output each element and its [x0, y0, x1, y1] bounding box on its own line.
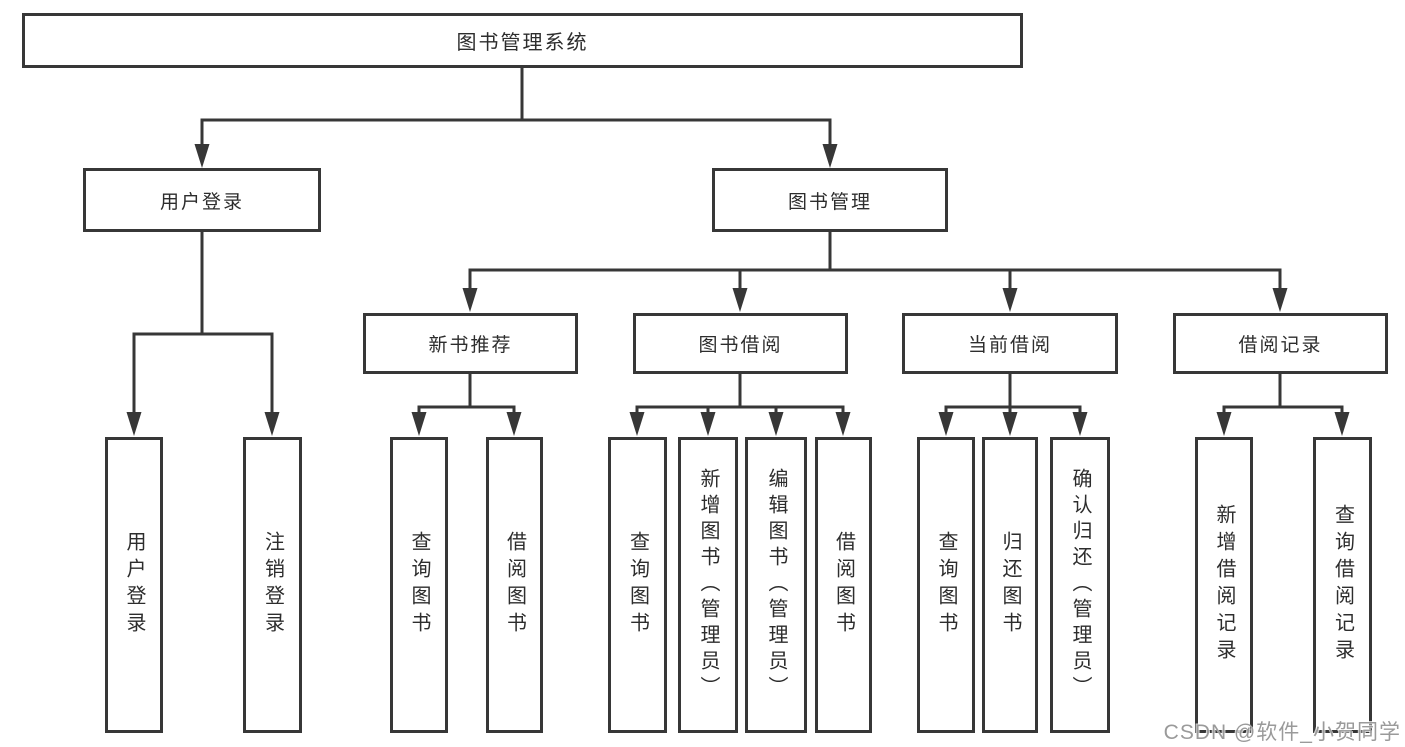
connector-new-books-branch [411, 374, 522, 436]
leaf-records-query: 查询借阅记录 [1313, 437, 1372, 733]
leaf-currentborrow-return: 归还图书 [982, 437, 1038, 733]
leaf-user-login: 用户登录 [105, 437, 163, 733]
node-book-mgmt: 图书管理 [712, 168, 948, 232]
leaf-logout: 注销登录 [243, 437, 302, 733]
leaf-currentborrow-confirm: 确认归还（管理员） [1050, 437, 1110, 733]
connector-book-borrow-branch [629, 374, 851, 436]
leaf-bookborrow-borrow: 借阅图书 [815, 437, 872, 733]
connector-user-login-branch [126, 232, 280, 436]
leaf-bookborrow-add: 新增图书（管理员） [678, 437, 738, 733]
leaf-bookborrow-edit: 编辑图书（管理员） [745, 437, 807, 733]
node-current-borrow: 当前借阅 [902, 313, 1118, 374]
node-new-books: 新书推荐 [363, 313, 578, 374]
leaf-records-add: 新增借阅记录 [1195, 437, 1253, 733]
node-book-borrow: 图书借阅 [633, 313, 848, 374]
connector-borrow-records-branch [1216, 374, 1350, 436]
leaf-currentborrow-query: 查询图书 [917, 437, 975, 733]
connector-book-mgmt-branch [462, 232, 1288, 312]
connector-root-branch [194, 68, 838, 168]
leaf-newbooks-query: 查询图书 [390, 437, 448, 733]
node-borrow-records: 借阅记录 [1173, 313, 1388, 374]
leaf-newbooks-borrow: 借阅图书 [486, 437, 543, 733]
node-user-login: 用户登录 [83, 168, 321, 232]
csdn-watermark: CSDN @软件_小贺同学 [1163, 721, 1401, 744]
node-root: 图书管理系统 [22, 13, 1023, 68]
connector-current-borrow-branch [938, 374, 1088, 436]
leaf-bookborrow-query: 查询图书 [608, 437, 667, 733]
